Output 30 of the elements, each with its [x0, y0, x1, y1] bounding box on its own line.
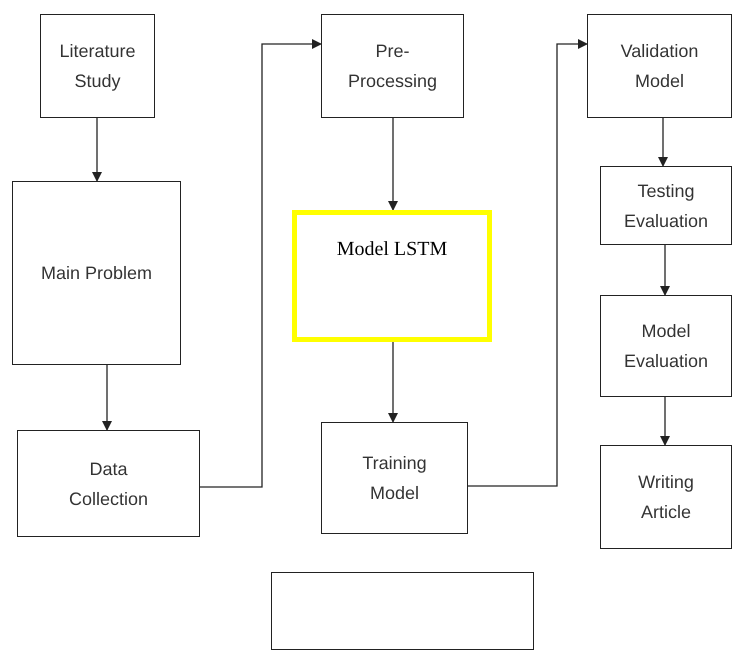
- box-label: Literature Study: [58, 40, 137, 93]
- box-label: Pre-Processing: [346, 40, 438, 93]
- process-box: [292, 210, 492, 342]
- process-box: [12, 181, 181, 365]
- arrow: [92, 118, 102, 182]
- arrow: [388, 118, 398, 211]
- arrow: [388, 342, 398, 423]
- box-label: Model LSTM: [336, 237, 448, 262]
- box-label: Validation Model: [620, 40, 700, 93]
- process-box: [600, 295, 732, 397]
- box-label: Main Problem: [40, 262, 152, 285]
- process-box: [587, 14, 732, 118]
- arrow: [658, 118, 668, 167]
- box-label: Writing Article: [637, 471, 695, 524]
- arrow: [660, 245, 670, 296]
- arrow: [468, 39, 588, 487]
- process-box: [600, 445, 732, 549]
- box-label: Testing Evaluation: [622, 180, 710, 232]
- arrow: [200, 39, 322, 488]
- box-label: Training Model: [361, 452, 428, 505]
- process-box: [321, 14, 464, 118]
- arrow: [102, 365, 112, 431]
- arrow: [660, 397, 670, 446]
- process-box: [17, 430, 200, 537]
- process-box: [600, 166, 732, 245]
- process-box: [321, 422, 468, 534]
- empty-box: [271, 572, 534, 650]
- process-box: [40, 14, 155, 118]
- box-label: Data Collection: [68, 458, 150, 510]
- box-label: Model Evaluation: [622, 320, 710, 373]
